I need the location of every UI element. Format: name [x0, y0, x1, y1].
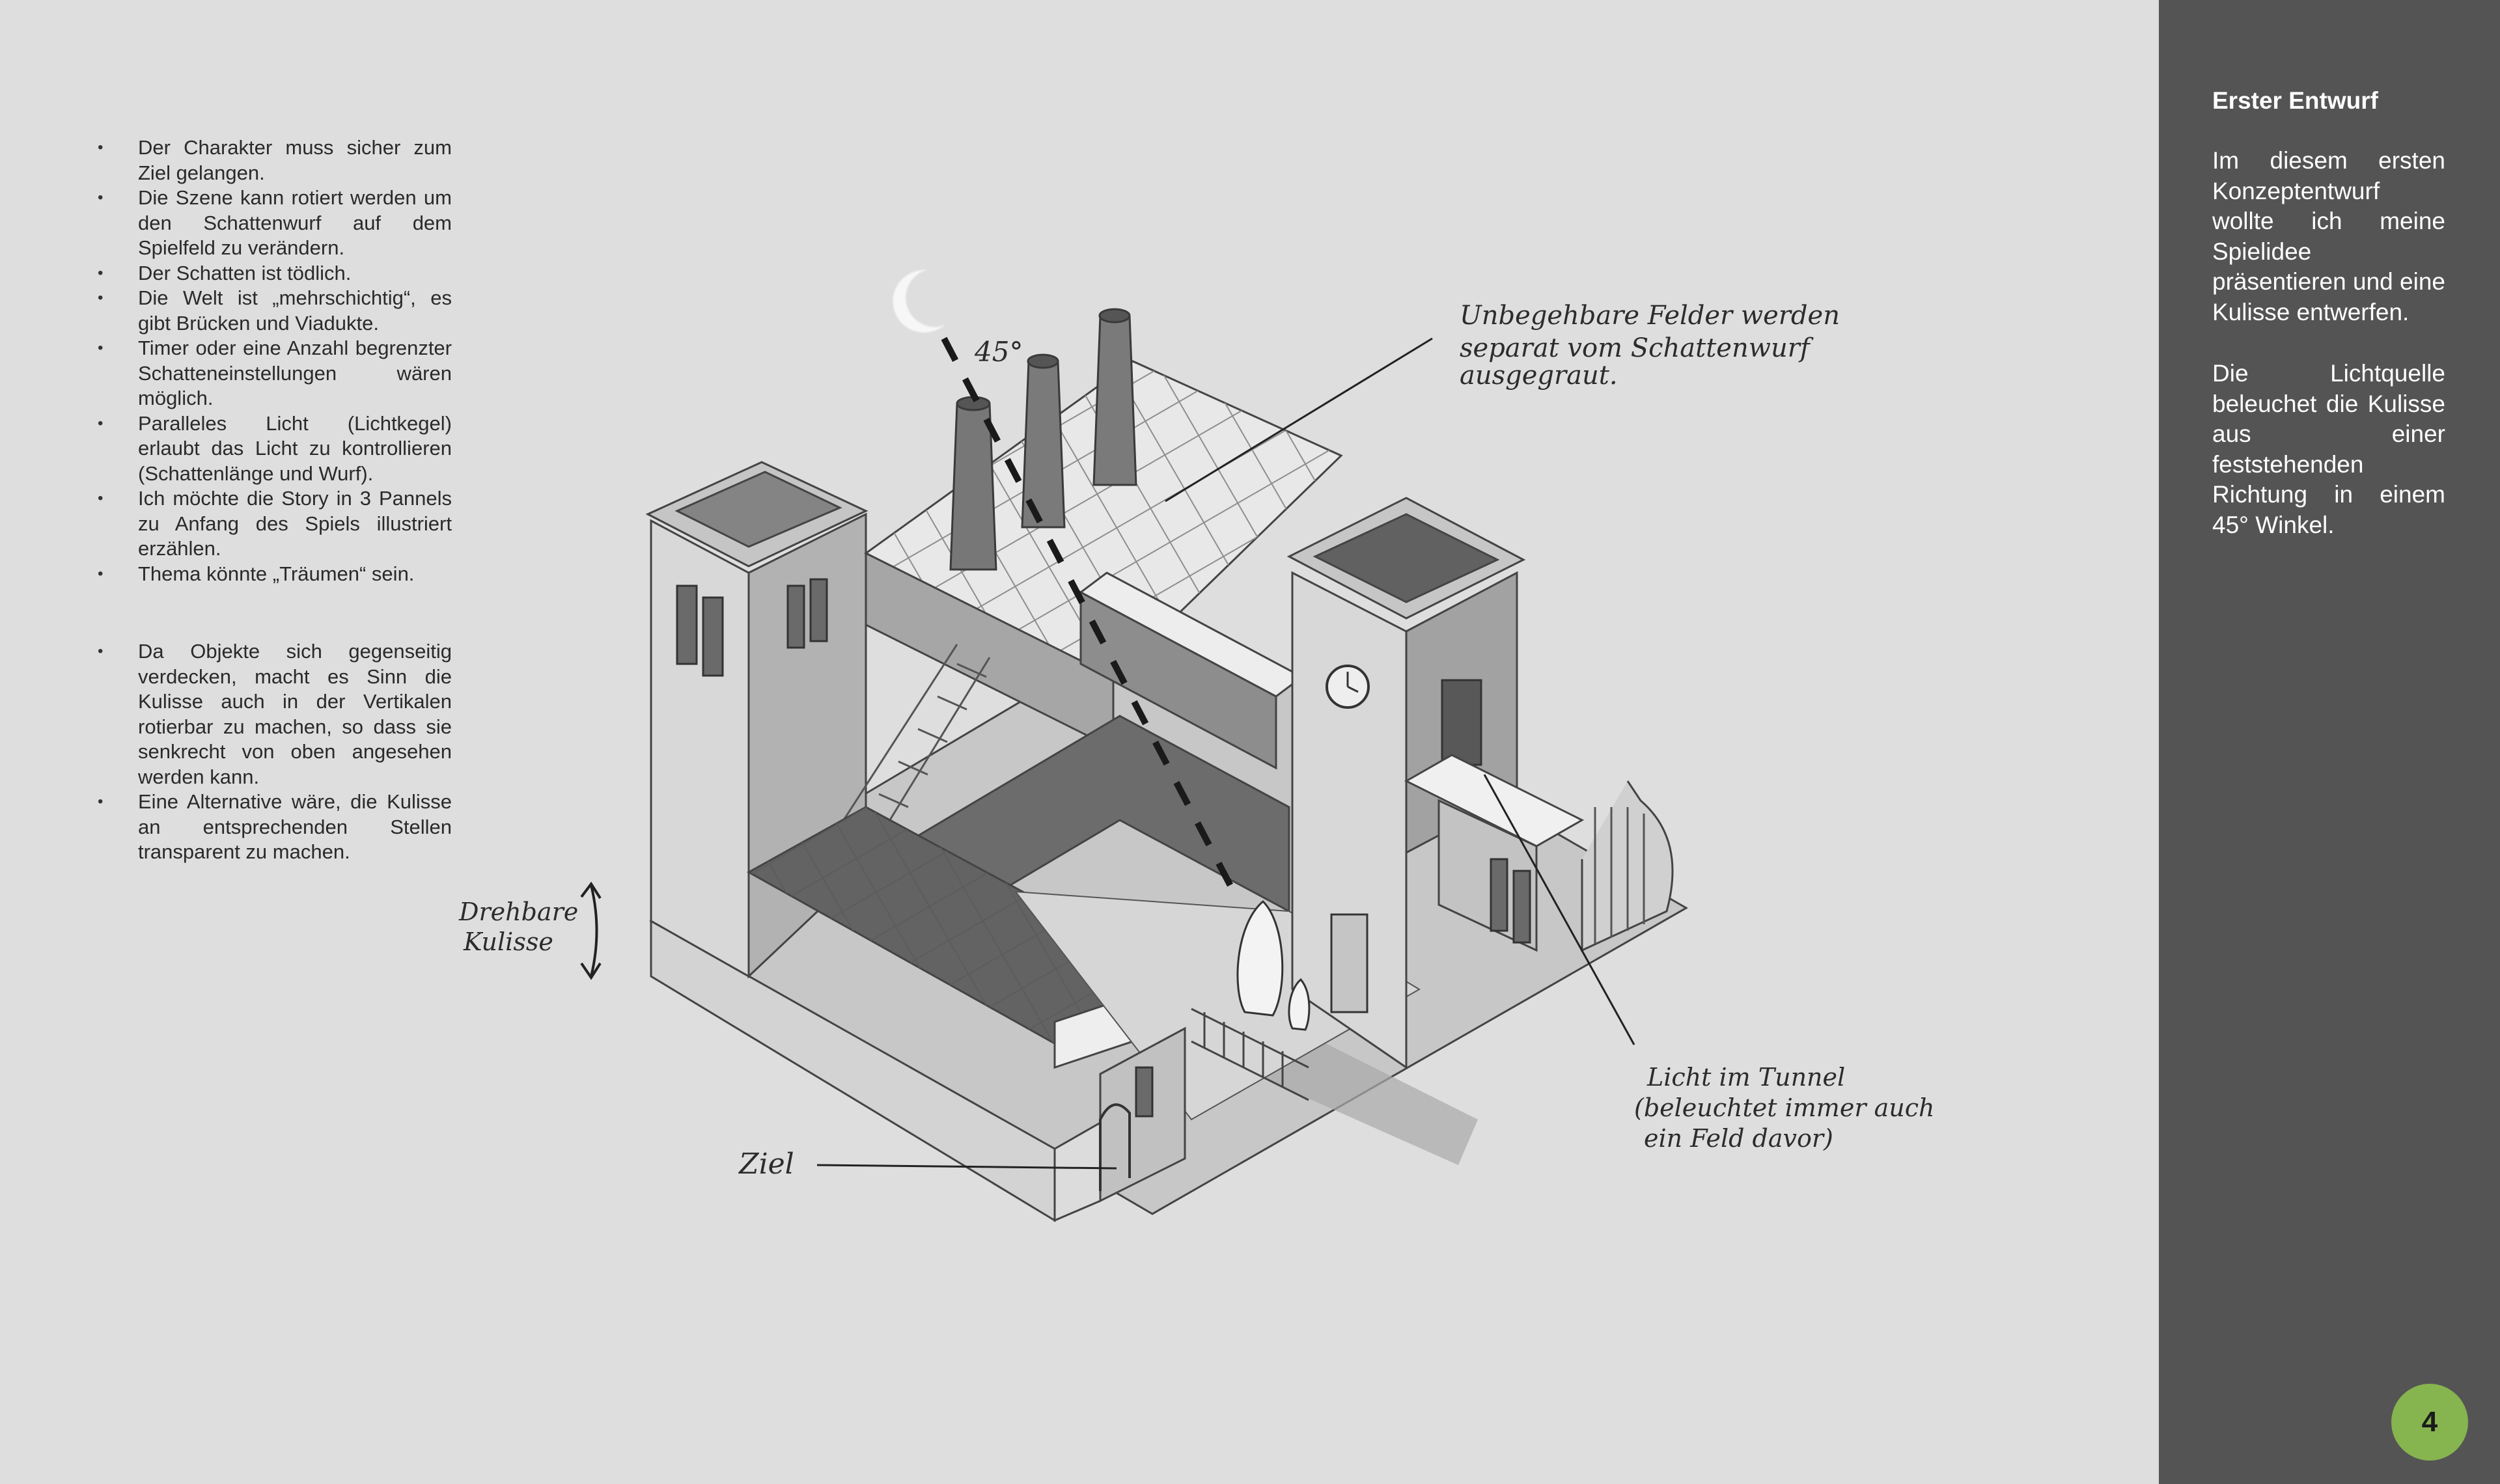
- columns: [1594, 807, 1645, 944]
- fence: [1191, 1008, 1309, 1101]
- moon-icon: [892, 269, 945, 333]
- window: [1490, 858, 1508, 932]
- clock-tower-front: [1291, 571, 1408, 1069]
- tree-icon: [1288, 978, 1311, 1031]
- bullet-item: Ich möchte die Story in 3 Pannels zu Anf…: [96, 486, 452, 562]
- annotation-line: [816, 1164, 1117, 1170]
- rotatable-note-line-1: Drehbare: [458, 898, 578, 926]
- angle-label: 45°: [974, 336, 1023, 368]
- lit-block: [1404, 754, 1585, 847]
- bullet-item: Thema könnte „Träumen“ sein.: [96, 562, 452, 587]
- bullet-item: Timer oder eine Anzahl begrenzter Schatt…: [96, 336, 452, 411]
- goal-arch: [1099, 1103, 1131, 1191]
- concept-bullet-list-1: Der Charakter muss sicher zum Ziel gelan…: [96, 135, 452, 586]
- window: [1512, 870, 1531, 944]
- chimneys: [949, 308, 1137, 571]
- tunnel-opening: [1441, 679, 1482, 766]
- rotatable-note-line-2: Kulisse: [463, 928, 553, 956]
- bullet-item: Eine Alternative wäre, die Kulisse an en…: [96, 790, 452, 865]
- bullet-item: Die Szene kann rotiert werden um den Sch…: [96, 186, 452, 261]
- sidebar-paragraph-2: Die Lichtquelle beleuchet die Kulisse au…: [2212, 360, 2445, 538]
- bullet-item: Der Charakter muss sicher zum Ziel gelan…: [96, 135, 452, 186]
- annotation-line: [1483, 774, 1635, 1045]
- tower-door: [1330, 913, 1368, 1013]
- window: [809, 578, 828, 642]
- bridge-wall: [1079, 590, 1277, 770]
- window: [676, 584, 698, 665]
- bullet-item: Paralleles Licht (Lichtkegel) erlaubt da…: [96, 411, 452, 487]
- window: [702, 596, 724, 677]
- left-tower-wall: [650, 519, 750, 978]
- rotate-arrow-icon: [580, 881, 602, 980]
- back-roof-grid: [866, 361, 1341, 677]
- unwalkable-note-line-2: separat vom Schattenwurf: [1460, 333, 1814, 363]
- window: [1135, 1066, 1154, 1118]
- front-roof-grid: [749, 807, 1191, 1054]
- isometric-scene-illustration: 45° Unbegehbare Felder werden separat vo…: [458, 269, 1934, 1222]
- sidebar-panel: Erster Entwurf Im diesem ersten Konzepte…: [2159, 0, 2500, 1484]
- bullet-item: Der Schatten ist tödlich.: [96, 261, 452, 286]
- bullet-item: Die Welt ist „mehrschichtig“, es gibt Br…: [96, 286, 452, 336]
- concept-bullet-list-2: Da Objekte sich gegenseitig verdecken, m…: [96, 639, 452, 865]
- tree-icon: [1236, 900, 1284, 1017]
- light-note-line-1: Licht im Tunnel: [1646, 1063, 1845, 1092]
- light-note-line-3: ein Feld davor): [1644, 1124, 1833, 1153]
- annotation-line: [1165, 337, 1433, 502]
- window: [786, 584, 805, 649]
- lit-block-side: [1438, 799, 1538, 952]
- unwalkable-note-line-1: Unbegehbare Felder werden: [1460, 301, 1840, 331]
- sidebar-paragraph-1: Im diesem ersten Konzeptentwurf wollte i…: [2212, 147, 2445, 325]
- bullet-item: Da Objekte sich gegenseitig verdecken, m…: [96, 639, 452, 790]
- goal-label: Ziel: [738, 1147, 794, 1181]
- page-number-badge: 4: [2391, 1384, 2468, 1461]
- unwalkable-note-line-3: ausgegraut.: [1460, 361, 1618, 391]
- sidebar-title: Erster Entwurf: [2212, 87, 2378, 114]
- left-tower-roof-inner: [674, 471, 842, 548]
- clock-tower-roof-inner: [1312, 513, 1500, 603]
- light-note-line-2: (beleuchtet immer auch: [1634, 1093, 1934, 1122]
- light-ray: [941, 337, 1240, 900]
